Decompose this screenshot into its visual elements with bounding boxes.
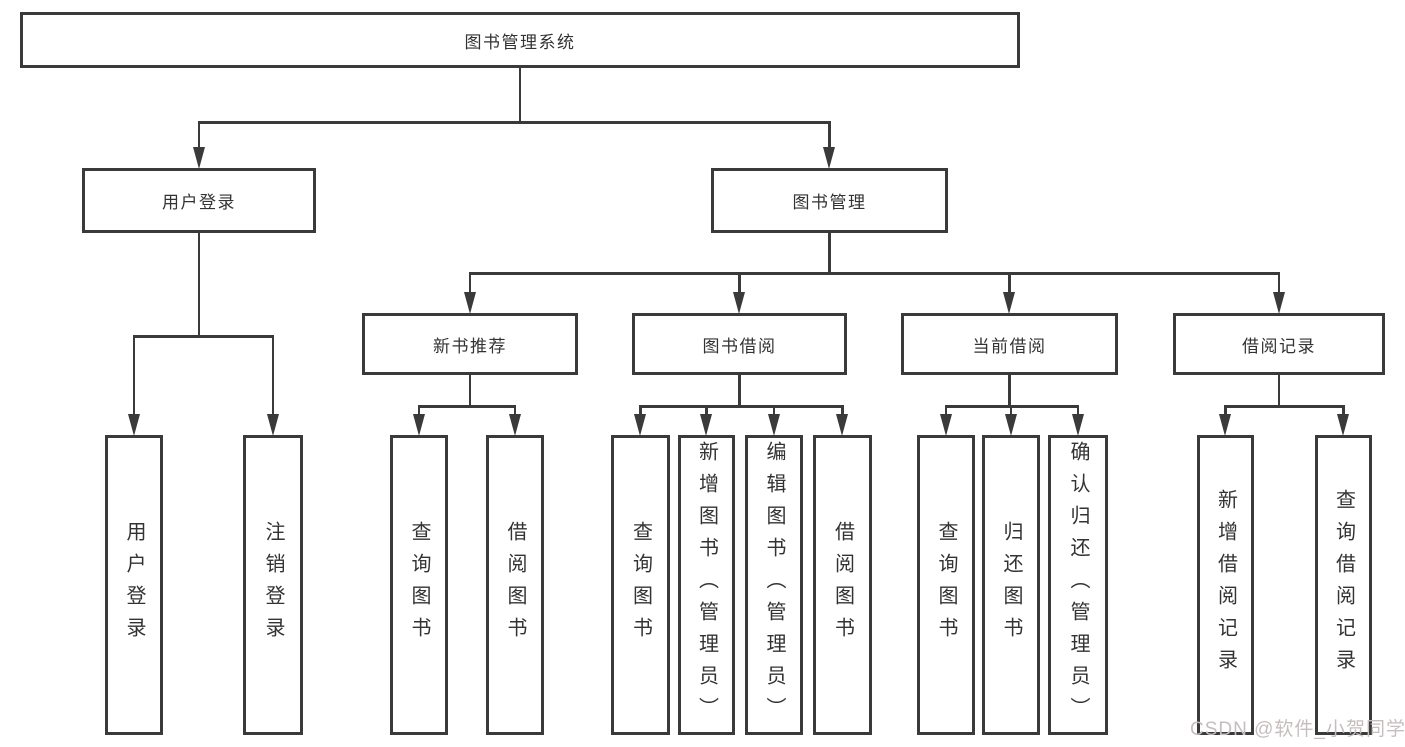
node-user-login-group: 用户登录 <box>82 168 316 233</box>
edge-drop-leaf-query-record <box>1342 405 1345 417</box>
node-leaf-confirm-return: 确认归还（管理员） <box>1048 435 1108 735</box>
node-label-new-book-rec: 新书推荐 <box>433 336 507 356</box>
arrowhead-leaf-borrow-book-2 <box>836 414 848 436</box>
edge-drop-book-borrow <box>738 272 741 295</box>
node-leaf-add-record: 新增借阅记录 <box>1197 435 1254 735</box>
arrowhead-user-login-group <box>192 147 205 169</box>
node-label-leaf-edit-book: 编辑图书（管理员） <box>763 441 785 729</box>
node-leaf-add-book: 新增图书（管理员） <box>678 435 735 735</box>
node-leaf-query-book-1: 查询图书 <box>390 435 448 735</box>
node-label-leaf-query-record: 查询借阅记录 <box>1332 489 1355 681</box>
arrowhead-leaf-add-book <box>700 414 712 436</box>
edge-stem-book-mgmt <box>828 232 831 275</box>
node-leaf-query-record: 查询借阅记录 <box>1315 435 1372 735</box>
node-book-borrow: 图书借阅 <box>632 313 847 375</box>
edge-stem-book-borrow <box>738 374 741 408</box>
node-label-leaf-borrow-book-2: 借阅图书 <box>831 521 854 649</box>
csdn-watermark: CSDN @软件_小贺同学 <box>1190 719 1405 740</box>
arrowhead-borrow-records <box>1272 292 1285 314</box>
edge-stem-new-book-rec <box>468 374 472 408</box>
edge-drop-current-borrow <box>1008 272 1011 295</box>
node-label-leaf-add-record: 新增借阅记录 <box>1214 489 1237 681</box>
edge-drop-leaf-edit-book <box>772 405 776 417</box>
node-current-borrow: 当前借阅 <box>901 313 1118 375</box>
edge-drop-leaf-confirm-return <box>1076 405 1080 417</box>
node-label-borrow-records: 借阅记录 <box>1242 336 1316 356</box>
arrowhead-leaf-add-record <box>1219 414 1231 436</box>
node-leaf-borrow-book-1: 借阅图书 <box>486 435 544 735</box>
node-label-book-borrow: 图书借阅 <box>702 336 777 356</box>
edge-stem-root <box>518 67 522 124</box>
edge-drop-new-book-rec <box>468 272 472 295</box>
edge-drop-leaf-return-book <box>1009 405 1013 417</box>
node-label-leaf-add-book: 新增图书（管理员） <box>695 441 718 729</box>
edge-drop-leaf-query-book-1 <box>417 405 421 417</box>
edge-rail-new-book-rec <box>417 405 517 408</box>
arrowhead-book-mgmt <box>823 147 835 169</box>
arrowhead-current-borrow <box>1003 292 1015 314</box>
edge-rail-borrow-records <box>1224 405 1345 408</box>
arrowhead-book-borrow <box>733 292 745 314</box>
arrowhead-leaf-query-record <box>1337 414 1349 436</box>
edge-rail-book-borrow <box>639 405 844 408</box>
node-book-mgmt: 图书管理 <box>711 168 948 233</box>
edge-rail-book-mgmt <box>468 272 1281 275</box>
node-label-book-mgmt: 图书管理 <box>792 193 867 212</box>
edge-drop-leaf-query-book-3 <box>944 405 948 417</box>
node-label-leaf-query-book-1: 查询图书 <box>408 521 430 649</box>
arrowhead-new-book-rec <box>463 292 476 314</box>
edge-stem-borrow-records <box>1277 374 1281 408</box>
arrowhead-leaf-return-book <box>1004 414 1017 436</box>
edge-drop-leaf-borrow-book-1 <box>513 405 517 417</box>
node-new-book-rec: 新书推荐 <box>362 313 578 375</box>
node-label-leaf-confirm-return: 确认归还（管理员） <box>1067 441 1089 729</box>
edge-drop-book-mgmt <box>828 121 831 150</box>
node-leaf-borrow-book-2: 借阅图书 <box>813 435 872 735</box>
edge-stem-current-borrow <box>1008 374 1011 408</box>
node-leaf-logout: 注销登录 <box>243 435 303 735</box>
node-leaf-return-book: 归还图书 <box>982 435 1040 735</box>
arrowhead-leaf-borrow-book-1 <box>508 414 521 436</box>
arrowhead-leaf-logout <box>266 414 279 436</box>
node-label-leaf-return-book: 归还图书 <box>1000 521 1022 649</box>
node-label-user-login-group: 用户登录 <box>162 193 236 212</box>
edge-drop-user-login-group <box>197 121 201 150</box>
arrowhead-leaf-confirm-return <box>1071 414 1084 436</box>
edge-drop-leaf-add-book <box>705 405 708 417</box>
node-label-leaf-borrow-book-1: 借阅图书 <box>504 521 526 649</box>
edge-drop-leaf-borrow-book-2 <box>841 405 844 417</box>
edge-rail-root <box>197 121 831 124</box>
node-label-current-borrow: 当前借阅 <box>972 336 1047 356</box>
node-label-root: 图书管理系统 <box>464 32 576 52</box>
arrowhead-leaf-query-book-3 <box>939 414 952 436</box>
node-label-leaf-logout: 注销登录 <box>262 521 284 649</box>
arrowhead-leaf-query-book-2 <box>634 414 646 436</box>
node-leaf-edit-book: 编辑图书（管理员） <box>745 435 803 735</box>
edge-stem-user-login-group <box>197 232 201 338</box>
edge-drop-leaf-user-login <box>132 335 136 417</box>
edge-drop-leaf-add-record <box>1224 405 1227 417</box>
node-borrow-records: 借阅记录 <box>1173 313 1385 375</box>
node-root: 图书管理系统 <box>20 12 1020 68</box>
node-leaf-query-book-2: 查询图书 <box>611 435 670 735</box>
edge-drop-leaf-query-book-2 <box>639 405 642 417</box>
arrowhead-leaf-query-book-1 <box>412 414 425 436</box>
node-label-leaf-query-book-2: 查询图书 <box>629 521 652 649</box>
edge-drop-borrow-records <box>1277 272 1281 295</box>
edge-drop-leaf-logout <box>271 335 275 417</box>
node-label-leaf-user-login: 用户登录 <box>123 521 145 649</box>
arrowhead-leaf-edit-book <box>767 414 780 436</box>
arrowhead-leaf-user-login <box>127 414 140 436</box>
node-label-leaf-query-book-3: 查询图书 <box>935 521 957 649</box>
node-leaf-user-login: 用户登录 <box>105 435 163 735</box>
edge-rail-user-login-group <box>132 335 275 338</box>
node-leaf-query-book-3: 查询图书 <box>917 435 975 735</box>
